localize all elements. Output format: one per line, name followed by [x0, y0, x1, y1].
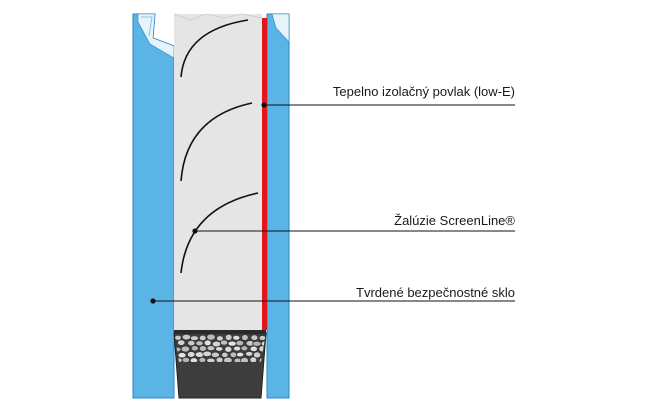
desiccant-bead: [233, 345, 242, 352]
desiccant-beads: [174, 333, 266, 362]
desiccant-bead: [224, 333, 233, 341]
desiccant-bead: [187, 340, 196, 347]
callout-label-glass: Tvrdené bezpečnostné sklo: [356, 285, 515, 300]
desiccant-bead: [249, 345, 258, 352]
desiccant-bead: [203, 339, 212, 347]
desiccant-bead: [241, 334, 249, 341]
leader-dot-blinds: [192, 228, 198, 234]
desiccant-bead: [215, 346, 224, 352]
blind-slat: [180, 102, 253, 182]
leader-dot-low-e: [261, 102, 267, 108]
desiccant-bead: [181, 333, 192, 341]
desiccant-bead: [198, 357, 207, 362]
desiccant-bead: [174, 334, 182, 341]
desiccant-bead: [215, 356, 224, 362]
leader-dot-glass: [150, 298, 156, 304]
desiccant-bead: [232, 335, 241, 341]
blind-slat: [180, 19, 249, 78]
desiccant-bead: [189, 357, 198, 362]
desiccant-bead: [235, 340, 245, 347]
desiccant-bead: [252, 340, 262, 347]
desiccant-bead: [202, 350, 212, 357]
low-e-coating: [262, 18, 267, 330]
callout-label-low-e: Tepelno izolačný povlak (low-E): [332, 84, 515, 99]
desiccant-bead: [177, 339, 186, 346]
cavity-gap: [173, 13, 263, 333]
desiccant-bead: [198, 334, 207, 342]
leader-lines: [153, 104, 515, 302]
desiccant-bead: [206, 345, 216, 351]
desiccant-bead: [221, 351, 229, 358]
desiccant-bead: [250, 334, 259, 341]
desiccant-bead: [181, 357, 191, 362]
desiccant-bead: [206, 333, 216, 341]
desiccant-bead: [224, 345, 233, 353]
desiccant-bead: [245, 351, 254, 357]
desiccant-bead: [177, 352, 187, 359]
desiccant-bead: [240, 357, 249, 362]
desiccant-bead: [180, 345, 190, 353]
desiccant-bead: [198, 345, 207, 352]
desiccant-bead: [190, 335, 199, 341]
blind-slats: [180, 19, 259, 274]
desiccant-bead: [187, 351, 196, 358]
left-glass-pane: [132, 13, 175, 399]
desiccant-bead: [195, 340, 204, 347]
desiccant-bead: [229, 351, 238, 358]
right-glass-pane: [266, 13, 290, 399]
desiccant-bead: [253, 351, 262, 359]
leader-dots: [150, 102, 267, 304]
spacer-bar: [173, 330, 267, 399]
desiccant-bead: [236, 351, 245, 358]
desiccant-bead: [216, 335, 224, 342]
desiccant-bead: [190, 345, 199, 352]
desiccant-bead: [210, 351, 220, 358]
desiccant-bead: [206, 357, 216, 362]
callout-label-blinds: Žalúzie ScreenLine®: [394, 213, 515, 228]
desiccant-bead: [227, 340, 237, 347]
desiccant-bead: [240, 345, 249, 352]
desiccant-bead: [223, 356, 233, 362]
desiccant-bead: [249, 356, 258, 362]
desiccant-bead: [220, 339, 229, 346]
blind-slat: [180, 192, 259, 274]
